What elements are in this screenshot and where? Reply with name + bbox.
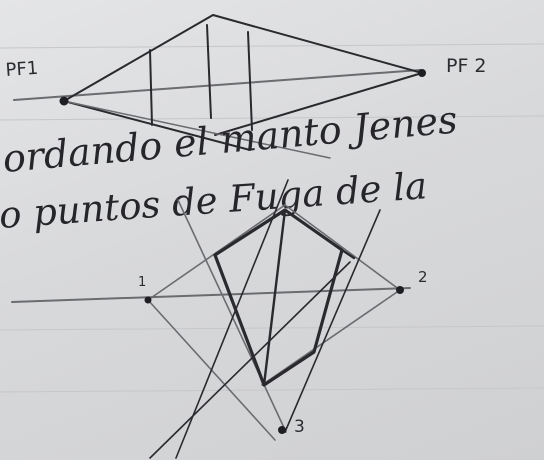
ray-2-down xyxy=(261,289,401,386)
point-1-label: 1 xyxy=(138,275,146,290)
lower-guide-ray xyxy=(63,100,331,159)
upper-right-ray xyxy=(212,14,423,74)
pentagon-right-edge-extension xyxy=(340,248,356,260)
ray-left-to-3 xyxy=(177,199,287,433)
pf2-label: PF 2 xyxy=(446,55,487,77)
crossing-line xyxy=(149,261,351,459)
pentagon-inner-edge xyxy=(262,208,287,387)
upper-left-ray xyxy=(63,14,214,102)
pf1-label: PF1 xyxy=(5,58,39,81)
point-3-marker xyxy=(278,426,286,434)
vertical-edge-3 xyxy=(247,31,253,131)
point-2-label: 2 xyxy=(418,268,428,286)
two-point-perspective-sketch: PF1 PF 2 xyxy=(5,14,487,159)
point-2-marker xyxy=(396,286,404,294)
pentagon-shape xyxy=(213,208,344,387)
vanishing-point-1 xyxy=(59,96,69,106)
point-1-marker xyxy=(144,296,152,304)
horizon-line xyxy=(13,69,421,101)
long-diagonal-up xyxy=(175,179,289,459)
vertical-edge-2 xyxy=(206,24,212,119)
horizon-line-2 xyxy=(11,287,411,303)
lower-left-ray xyxy=(63,100,251,151)
vanishing-point-2 xyxy=(418,69,426,77)
lower-right-ray xyxy=(214,72,423,136)
ray-top-to-2 xyxy=(284,204,401,291)
vertical-edge-1 xyxy=(149,49,153,126)
three-point-perspective-sketch: 1 2 3 xyxy=(11,179,428,459)
long-diagonal-right xyxy=(284,209,381,433)
point-3-label: 3 xyxy=(294,417,305,437)
